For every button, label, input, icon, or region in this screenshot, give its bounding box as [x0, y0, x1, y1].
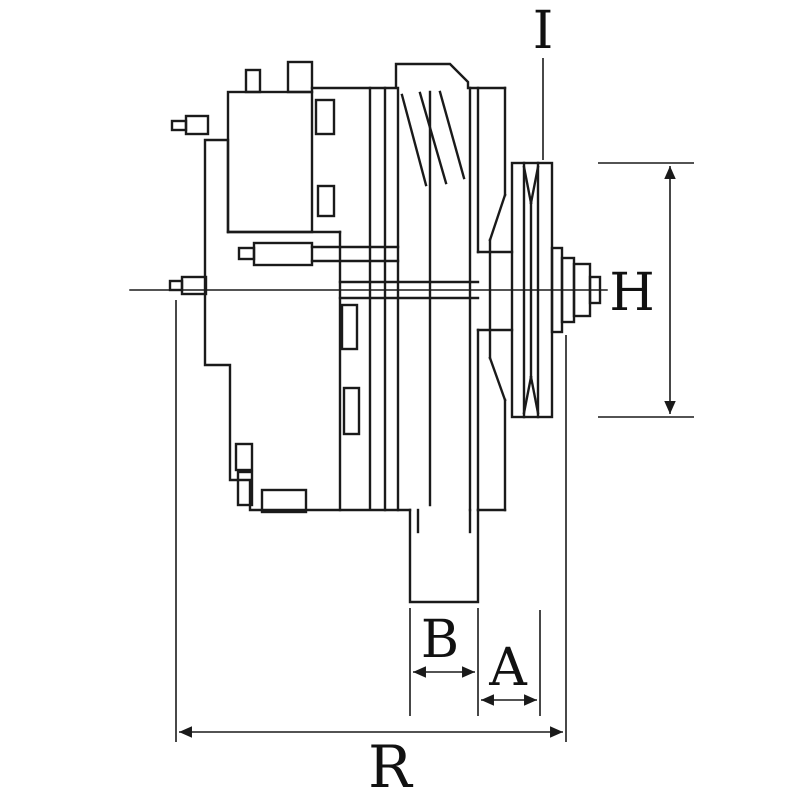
- rear-housing: [203, 60, 412, 514]
- dimension-label-h: H: [609, 263, 654, 323]
- alternator-drawing: [129, 60, 608, 604]
- fan-section: [338, 62, 507, 512]
- dimension-labels: I H B A R: [368, 1, 655, 800]
- through-bolt: [237, 241, 400, 267]
- dimension-label-b: B: [421, 610, 459, 670]
- front-bracket: [468, 86, 514, 512]
- dimension-b-lines: [409, 608, 479, 716]
- terminal-pins: [168, 114, 210, 296]
- dimension-h-lines: [598, 162, 694, 418]
- dimension-label-a: A: [488, 638, 528, 698]
- dimension-label-i: I: [533, 1, 554, 61]
- dimension-annotations: [175, 58, 694, 742]
- dimension-a-lines: [481, 610, 541, 716]
- mounting-lug: [408, 508, 480, 604]
- dimension-label-r: R: [368, 733, 414, 800]
- dimension-r-lines: [175, 300, 567, 742]
